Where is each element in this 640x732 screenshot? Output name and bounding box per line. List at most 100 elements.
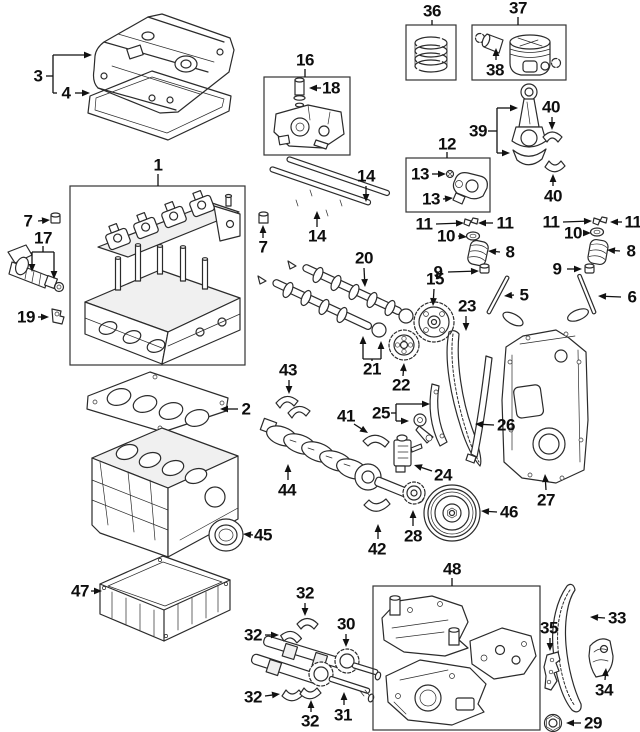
part-chain-tensioner [393,434,423,473]
leader-line [432,288,435,299]
leader-arrowhead [488,248,497,256]
leader-arrowhead [243,531,252,539]
leader-arrowhead [574,265,582,273]
leader-arrowhead [359,336,367,344]
part-tensioner-pivot [413,413,434,444]
leader-line [363,267,366,280]
part-crankshaft [259,417,425,504]
leader-arrowhead [502,149,510,157]
leader-arrowhead [542,474,549,483]
leader-arrowhead [478,219,486,227]
leader-arrowhead [422,400,430,408]
part-dowel [258,211,269,224]
leader-arrowhead [590,614,599,621]
part-valve-cover [92,13,235,114]
leader-arrowhead [41,313,49,321]
leader-line [544,481,547,491]
group-box-36 [405,24,457,81]
group-box-37 [471,24,567,81]
leader-arrowhead [307,700,315,708]
leader-arrowhead [377,341,385,349]
part-rocker-shafts [269,156,391,217]
part-connecting-rod [511,83,547,166]
part-crank-sprocket [402,481,426,505]
leader-arrowhead [546,643,554,651]
leader-arrowhead [313,211,321,219]
leader-arrowhead [94,587,102,595]
part-valve-cover-gasket [87,70,232,141]
part-balance-bearings [280,617,322,702]
part-clip [51,308,65,325]
part-thrust-washers [275,395,311,419]
leader-arrowhead [510,104,518,112]
leader-line [353,423,362,430]
part-rocker-arm-assembly [97,189,241,258]
part-valve-set-intake [463,217,524,327]
group-box-16 [263,76,351,156]
leader-arrowhead [607,247,616,255]
leader-arrowhead [438,170,446,178]
leader-line [435,222,457,225]
leader-arrowhead [220,405,228,413]
leader-arrowhead [374,524,382,532]
leader-arrowhead [50,271,58,279]
part-crank-pulley [423,484,481,542]
leader-arrowhead [84,51,92,59]
leader-arrowhead [601,668,609,677]
part-oil-seal [208,518,244,552]
part-rocker-arm [445,169,488,205]
leader-line [562,220,585,223]
part-shaft-nut [543,713,563,732]
leader-arrowhead [271,631,279,639]
leader-line [447,270,472,273]
leader-line [264,694,273,697]
part-head-gasket [86,371,229,433]
leader-arrowhead [610,218,618,226]
leader-arrowhead [458,232,467,240]
leader-arrowhead [548,122,556,130]
part-oil-pan [99,555,231,642]
group-box-12 [405,157,491,213]
part-camshafts [257,260,414,338]
leader-arrowhead [430,297,437,306]
leader-arrowhead [271,691,280,699]
leader-arrowhead [566,719,574,727]
leader-arrowhead [361,278,368,287]
leader-line [421,466,433,472]
part-balance-chain [552,583,582,713]
part-tensioner-arm [429,383,448,447]
leader-arrowhead [481,508,490,515]
leader-arrowhead [41,217,50,225]
leader-arrowhead [309,84,317,92]
leader-arrowhead [414,464,423,471]
group-box-48 [372,585,541,731]
part-piston-pin-clip [474,32,562,69]
leader-arrowhead [342,639,350,647]
leader-arrowhead [583,229,591,237]
leader-arrowhead [399,363,407,372]
leader-arrowhead [340,692,348,700]
part-mounting-bolt [50,212,61,224]
part-valve-set-exhaust [567,216,609,322]
leader-arrowhead [492,48,500,56]
part-chain-guide [465,355,493,464]
part-piston [509,34,551,76]
part-main-bearing-upper [362,434,390,448]
part-balance-chain-guide [543,651,561,691]
leader-arrowhead [444,195,453,203]
part-piston-rings [414,36,448,73]
part-cam-sprocket [388,329,420,361]
leader-arrowhead [549,174,557,182]
part-oil-pump-assembly [381,595,537,726]
leader-arrowhead [475,421,484,428]
leader-arrowhead [470,267,479,275]
part-rod-bearings [542,131,566,173]
leader-arrowhead [583,217,592,225]
leader-arrowhead [409,510,417,518]
leader-arrowhead [301,608,309,616]
leader-line [605,295,622,298]
leader-arrowhead [28,264,36,272]
part-balance-tensioner [588,638,614,678]
